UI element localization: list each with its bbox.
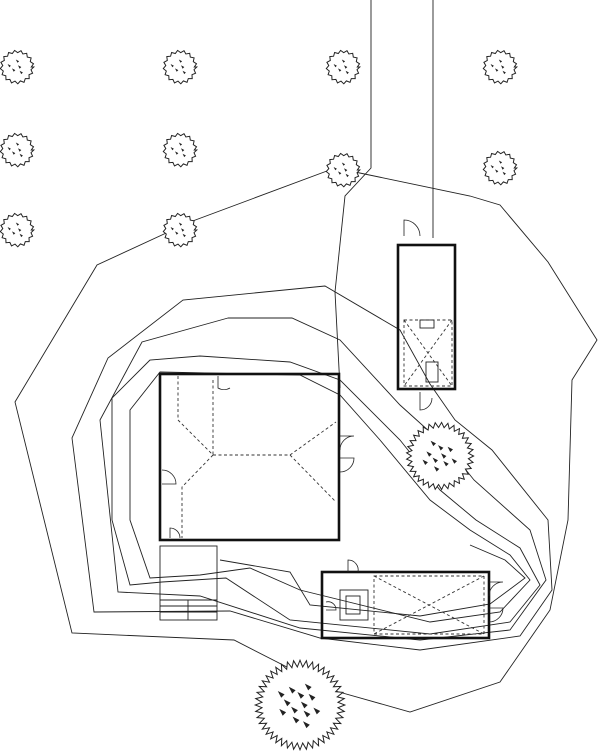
contour-outer xyxy=(14,167,598,713)
south-outbuilding xyxy=(320,559,504,640)
tree-icon xyxy=(0,212,36,248)
tree-icon xyxy=(0,132,36,168)
contour-4 xyxy=(111,355,541,635)
tree-icon xyxy=(482,49,519,85)
tree-icon xyxy=(253,658,347,752)
north-outbuilding xyxy=(396,219,457,411)
driveway xyxy=(334,0,434,389)
tree-icon xyxy=(162,212,199,248)
tree-icon xyxy=(0,49,36,85)
tree-icon xyxy=(482,150,519,186)
tree-icon xyxy=(405,421,475,491)
tree-icon xyxy=(325,49,362,85)
tree-icon xyxy=(325,152,362,188)
main-house xyxy=(158,372,355,621)
contour-5 xyxy=(129,371,531,623)
trees-small xyxy=(0,49,519,248)
contour-lines xyxy=(14,167,598,713)
trees-large xyxy=(253,421,475,752)
contour-2 xyxy=(71,285,553,651)
contour-6 xyxy=(219,544,526,617)
tree-icon xyxy=(162,132,199,168)
tree-icon xyxy=(162,49,199,85)
contour-3 xyxy=(99,317,547,641)
